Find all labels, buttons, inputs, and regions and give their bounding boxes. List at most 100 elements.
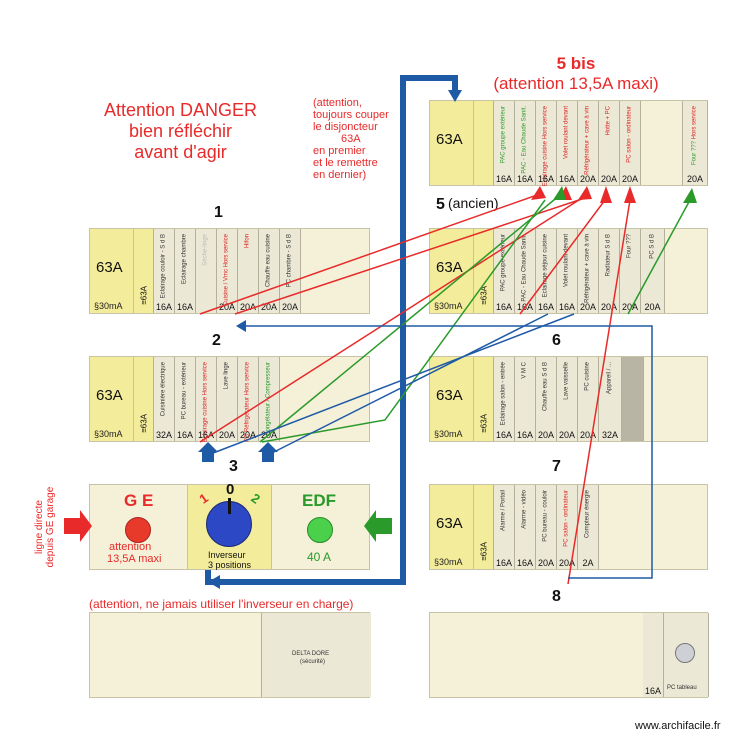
inverter-pos-0: 0 — [226, 481, 235, 498]
breaker[interactable]: 16A — [643, 613, 664, 697]
diff-rating: §30mA — [434, 557, 463, 567]
red-wire — [199, 194, 538, 315]
breaker-rating: 20A — [644, 302, 661, 312]
breaker-rating: 16A — [558, 302, 575, 312]
socket-label: PC tableau — [667, 685, 697, 691]
main-breaker-63a[interactable]: 63A §30mA — [90, 357, 134, 441]
label-1: 1 — [214, 204, 223, 221]
breaker-rating: 16A — [495, 558, 512, 568]
main-breaker-rating: 63A — [436, 131, 463, 148]
breaker-rating: 20A — [537, 430, 554, 440]
danger-line-2: bien réfléchir — [128, 121, 233, 141]
breaker-rating: 16A — [558, 174, 575, 184]
diff-switch[interactable]: ≡63A — [134, 357, 154, 441]
socket-icon — [675, 643, 695, 663]
main-breaker-rating: 63A — [436, 515, 463, 532]
diff-switch[interactable]: ≡63A — [474, 485, 494, 569]
breaker[interactable]: PAC - Eau Chaude Sanit.16A — [515, 101, 536, 185]
danger-warning: Attention DANGER bien réfléchir avant d'… — [88, 100, 273, 163]
breaker-rating: 20A — [218, 430, 235, 440]
green-arrow — [553, 186, 566, 200]
blue-arrow — [198, 442, 218, 462]
danger-line-1: Attention DANGER — [103, 100, 258, 120]
breaker-rating: 20A — [600, 302, 617, 312]
breaker-rating: 16A — [537, 174, 554, 184]
label-5: 5 — [436, 196, 445, 213]
diff-switch[interactable]: ≡63A — [134, 229, 154, 313]
main-breaker-rating: 63A — [436, 259, 463, 276]
green-wire — [261, 199, 546, 443]
red-arrow — [600, 186, 612, 203]
diff-switch[interactable] — [474, 101, 494, 185]
inverter-output-arrow — [208, 575, 220, 589]
breaker-note-line: (attention, — [313, 97, 362, 109]
watermark: www.archifacile.fr — [635, 720, 721, 732]
breaker-note-line: en premier — [313, 145, 366, 157]
breaker-rating: 20A — [281, 302, 298, 312]
main-breaker-63a[interactable]: 63A §30mA — [430, 357, 474, 441]
inverter-name: Inverseur — [208, 550, 246, 560]
bottom-right-panel: 16A PC tableau — [429, 612, 709, 698]
red-arrow — [578, 186, 592, 200]
diff-rating: §30mA — [434, 301, 463, 311]
main-feed-arrow — [448, 90, 462, 102]
breaker[interactable]: Four ???20A — [620, 229, 641, 313]
breaker[interactable]: Sèche-linge — [196, 229, 217, 313]
diff-switch[interactable]: ≡63A — [474, 357, 494, 441]
breaker-rating: 32A — [601, 430, 618, 440]
breaker-note-line: 63A — [341, 133, 361, 145]
inverter-knob-pointer — [228, 498, 231, 514]
breaker[interactable]: Appareil / ...32A — [599, 357, 622, 441]
inverter-warning: (attention, ne jamais utiliser l'inverse… — [89, 597, 354, 611]
breaker-rating: 16A — [495, 174, 512, 184]
edf-label: EDF — [302, 491, 336, 510]
label-5-sub: (ancien) — [448, 195, 499, 211]
diff-rating: §30mA — [94, 301, 123, 311]
panel-5bis-number: 5 bis — [556, 54, 596, 73]
main-feed-cable — [205, 75, 458, 585]
main-breaker-63a[interactable]: 63A — [430, 101, 474, 185]
delta-dore-module: DELTA DORE (sécurité) — [261, 613, 371, 697]
red-wire — [234, 197, 586, 315]
breaker-rating: 20A — [579, 174, 596, 184]
socket-module[interactable]: PC tableau — [664, 613, 709, 697]
danger-line-3: avant d'agir — [134, 142, 227, 162]
breaker-note-line: toujours couper — [313, 109, 389, 121]
ge-note-2: 13,5A maxi — [107, 553, 162, 565]
breaker-rating: 16A — [537, 302, 554, 312]
inverter-knob[interactable] — [206, 498, 252, 547]
main-breaker-63a[interactable]: 63A §30mA — [430, 485, 474, 569]
main-breaker-63a[interactable]: 63A §30mA — [90, 229, 134, 313]
